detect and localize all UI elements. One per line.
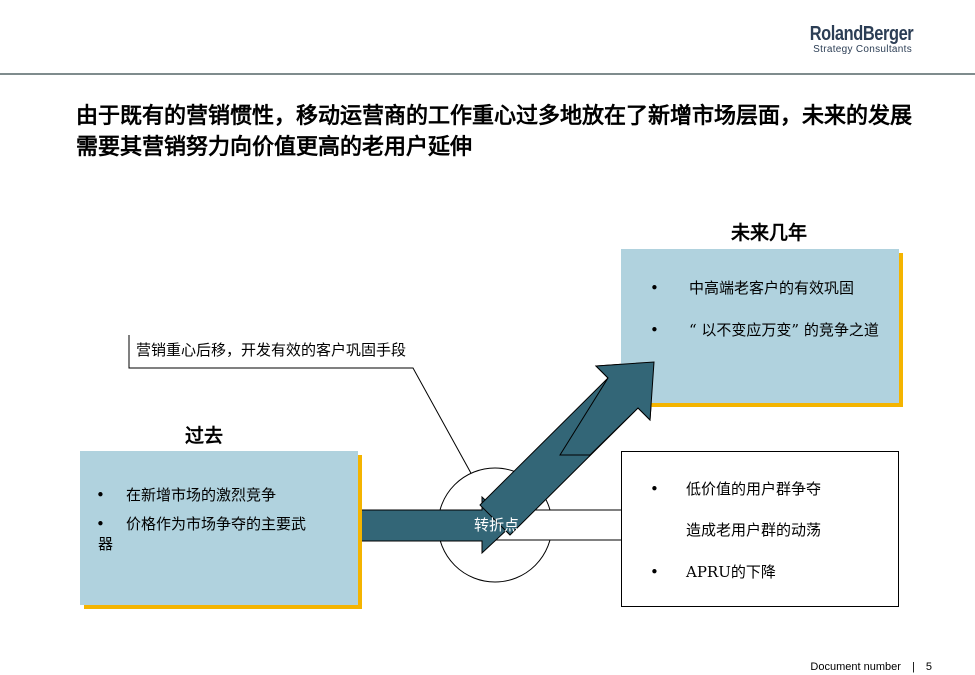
outcome-item-3: APRU的下降 xyxy=(686,563,776,581)
outcome-box: • 低价值的用户群争夺 造成老用户群的动荡 • APRU的下降 xyxy=(621,451,899,607)
footer: Document number | 5 xyxy=(810,661,932,673)
growth-arrow-head xyxy=(559,361,655,456)
logo-subtitle: Strategy Consultants xyxy=(813,44,912,55)
future-title: 未来几年 xyxy=(731,222,808,244)
bullet-icon: • xyxy=(96,486,105,504)
future-box: • 中高端老客户的有效巩固 • “ 以不变应万变” 的竞争之道 xyxy=(621,249,899,403)
past-item-2: 价格作为市场争夺的主要武器 xyxy=(98,515,307,553)
slide-headline: 由于既有的营销惯性，移动运营商的工作重心过多地放在了新增市场层面，未来的发展需要… xyxy=(76,104,913,160)
turning-point-label: 转折点 xyxy=(474,516,520,534)
past-title: 过去 xyxy=(185,425,224,447)
bullet-icon: • xyxy=(650,321,659,339)
bullet-icon: • xyxy=(650,279,659,297)
future-item-2: “ 以不变应万变” 的竞争之道 xyxy=(689,321,879,339)
callout-text: 营销重心后移，开发有效的客户巩固手段 xyxy=(136,341,407,359)
page-number: 5 xyxy=(925,661,932,673)
past-item-1: 在新增市场的激烈竞争 xyxy=(126,486,277,504)
bullet-icon: • xyxy=(650,480,659,498)
outcome-item-1: 低价值的用户群争夺 xyxy=(686,480,822,498)
bullet-icon: • xyxy=(96,515,105,533)
callout-leader-line xyxy=(128,335,473,476)
bullet-icon: • xyxy=(650,563,659,581)
footer-separator: | xyxy=(911,661,915,673)
past-box: • 在新增市场的激烈竞争 • 价格作为市场争夺的主要武器 xyxy=(80,451,358,605)
outcome-item-2: 造成老用户群的动荡 xyxy=(686,521,822,539)
future-item-1: 中高端老客户的有效巩固 xyxy=(689,279,855,297)
header-divider xyxy=(0,73,975,75)
document-number-label: Document number xyxy=(810,661,901,673)
roland-berger-logo: RolandBerger xyxy=(809,23,913,45)
